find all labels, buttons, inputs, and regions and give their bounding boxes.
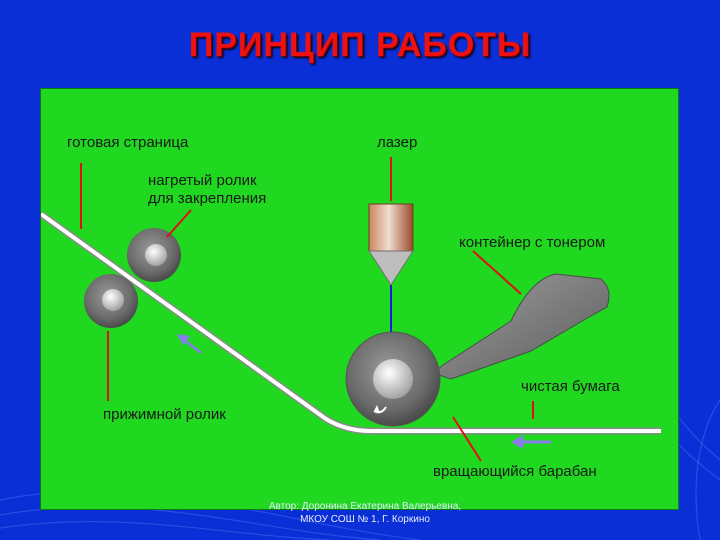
footer-line-1: Автор: Доронина Екатерина Валерьевна,	[268, 501, 462, 512]
label-laser: лазер	[377, 134, 418, 151]
leader-drum	[452, 416, 482, 462]
label-heated-roller-line2: для закрепления	[148, 190, 267, 207]
label-toner-container: контейнер с тонером	[459, 234, 606, 251]
label-pressure-roller: прижимной ролик	[103, 406, 226, 423]
label-finished-page: готовая страница	[67, 134, 189, 151]
heated-roller	[127, 228, 181, 282]
pressure-roller	[84, 274, 138, 328]
label-clean-paper: чистая бумага	[521, 378, 620, 395]
paper-direction-arrow-exit	[177, 334, 202, 354]
footer-line-2: МКОУ СОШ № 1, Г. Коркино	[300, 514, 430, 525]
toner-container	[431, 273, 610, 380]
author-footer: Автор: Доронина Екатерина Валерьевна, МК…	[230, 500, 500, 526]
leader-heated-roller	[166, 209, 192, 238]
rotating-drum	[345, 331, 441, 427]
diagram-panel: готовая страница лазер нагретый ролик дл…	[40, 88, 679, 510]
laser-unit	[368, 203, 414, 345]
slide-title: ПРИНЦИП РАБОТЫ	[188, 26, 532, 64]
label-heated-roller-line1: нагретый ролик	[148, 172, 257, 189]
printer-diagram	[41, 157, 661, 462]
label-rotating-drum: вращающийся барабан	[433, 463, 597, 480]
leader-toner	[472, 250, 522, 295]
paper-path	[41, 211, 661, 435]
paper-direction-arrow-right	[511, 435, 551, 449]
